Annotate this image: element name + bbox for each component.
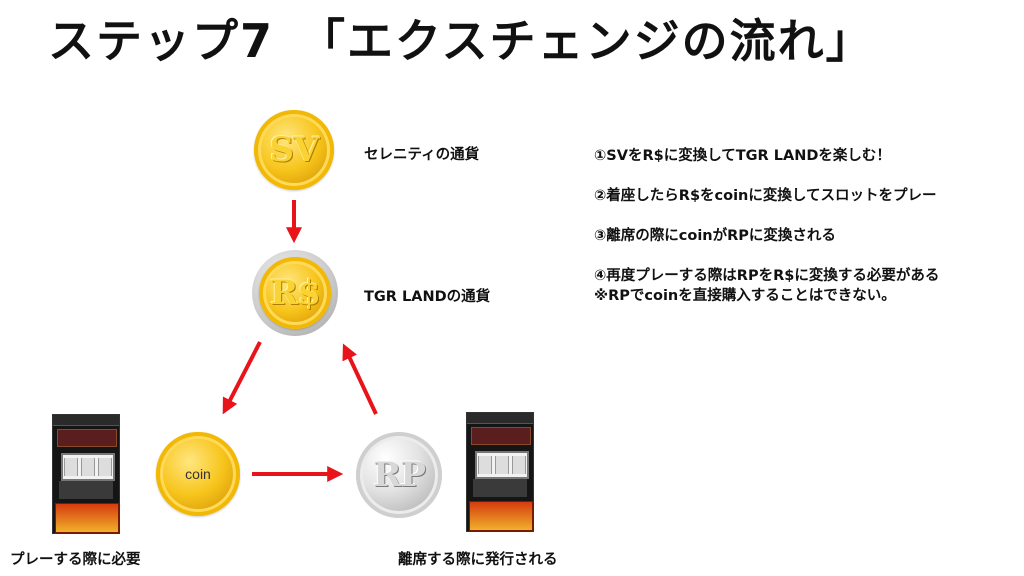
page-title: ステップ7 「エクスチェンジの流れ」 — [48, 14, 874, 68]
coin-text: coin — [185, 466, 211, 482]
note-4: ④再度プレーする際はRPをR$に変換する必要がある ※RPでcoinを直接購入す… — [594, 266, 1014, 306]
slot-machine-image-left — [52, 414, 120, 534]
coin-label: プレーする際に必要 — [10, 552, 141, 568]
note-2: ②着座したらR$をcoinに変換してスロットをプレー — [594, 188, 937, 204]
sv-coin-text: SV — [269, 130, 320, 170]
note-4-line1: ④再度プレーする際はRPをR$に変換する必要がある — [594, 268, 940, 284]
sv-label: セレニティの通貨 — [364, 147, 480, 163]
rp-label: 離席する際に発行される — [398, 552, 558, 568]
note-4-line2: ※RPでcoinを直接購入することはできない。 — [594, 288, 896, 304]
rp-coin-text: RP — [373, 455, 426, 495]
rs-coin-text: R$ — [270, 273, 321, 313]
sv-coin-icon: SV — [254, 110, 334, 190]
arrow-rs-to-coin — [222, 341, 262, 415]
rs-label: TGR LANDの通貨 — [364, 289, 491, 305]
coin-icon: coin — [156, 432, 240, 516]
note-1: ①SVをR$に変換してTGR LANDを楽しむ！ — [594, 148, 891, 164]
rs-coin-icon: R$ — [252, 250, 338, 336]
rp-coin-icon: RP — [356, 432, 442, 518]
slot-machine-image-right — [466, 412, 534, 532]
arrow-rp-to-rs — [342, 343, 378, 415]
rs-coin-face: R$ — [259, 257, 331, 329]
note-3: ③離席の際にcoinがRPに変換される — [594, 228, 836, 244]
steps-notes: ①SVをR$に変換してTGR LANDを楽しむ！ ②着座したらR$をcoinに変… — [594, 146, 1014, 306]
